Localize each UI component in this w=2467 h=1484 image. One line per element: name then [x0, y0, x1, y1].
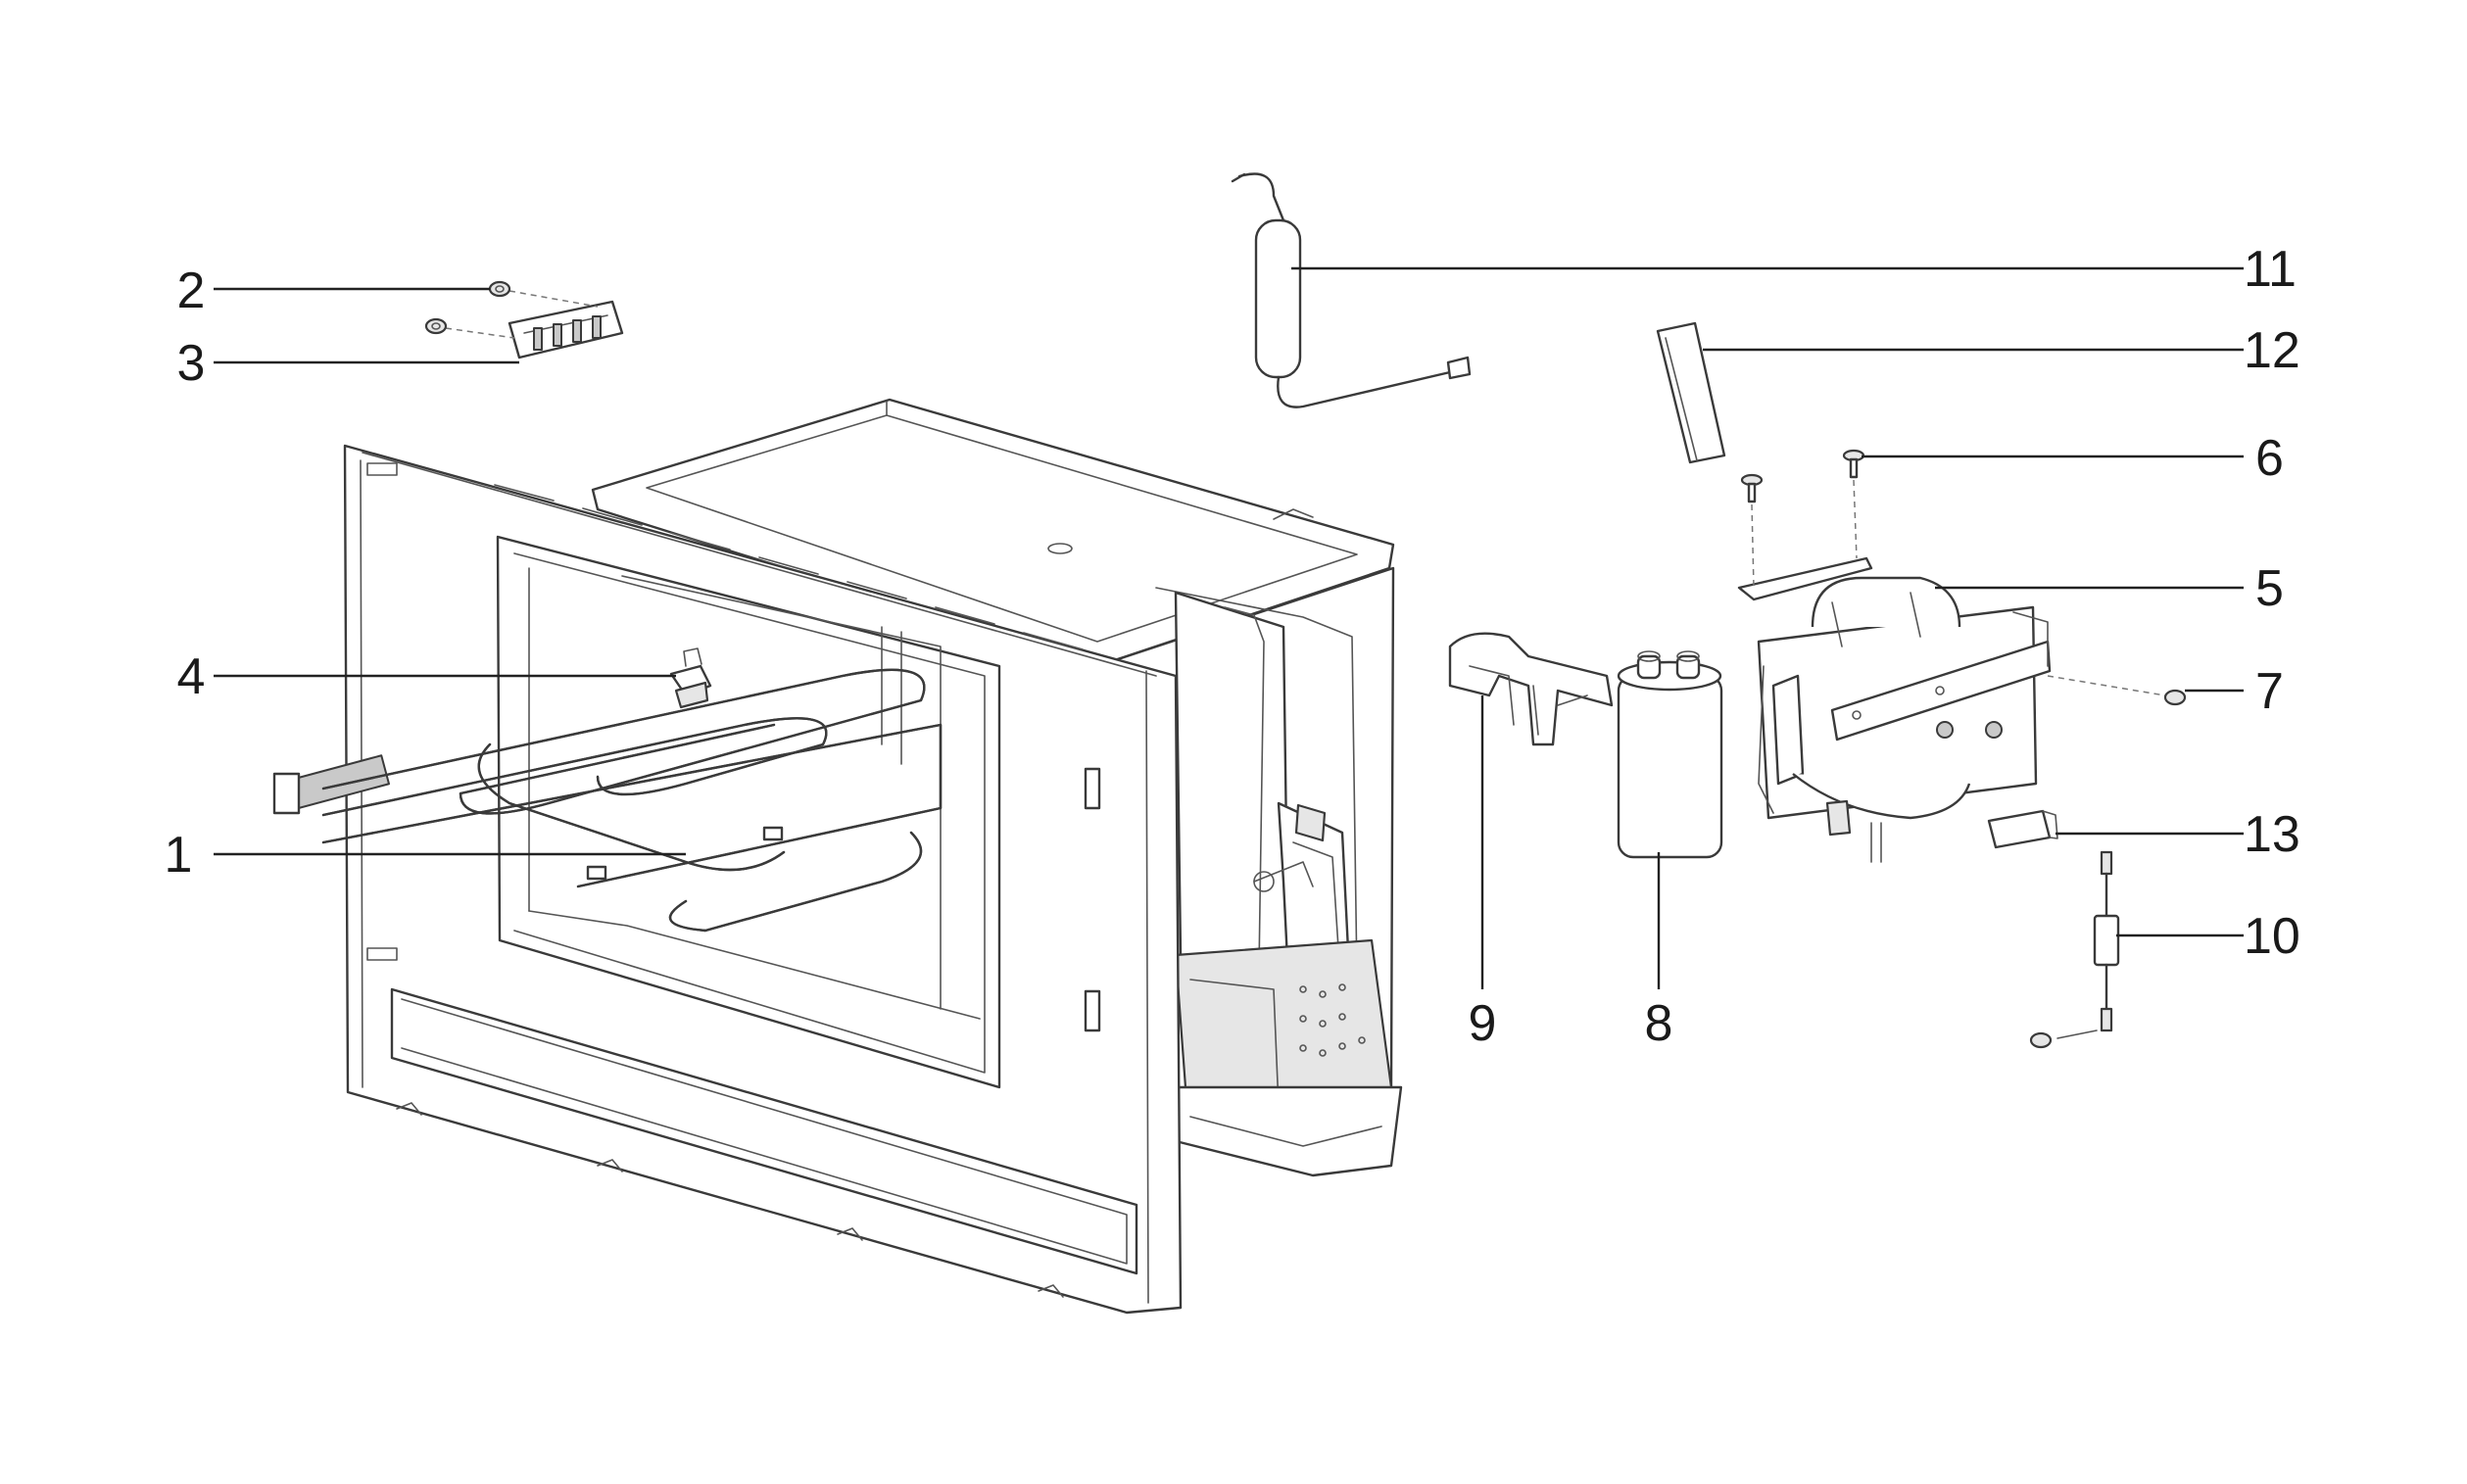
top-edge-slots	[494, 484, 1084, 650]
callout-3: 3	[177, 335, 206, 392]
callout-4: 4	[177, 648, 206, 705]
screw-7	[2047, 675, 2187, 706]
callout-1: 1	[165, 827, 193, 884]
transformer-screws	[1740, 449, 1865, 589]
callout-2: 2	[177, 263, 206, 319]
terminal-bracket	[445, 290, 624, 359]
high-voltage-capacitor	[1617, 650, 1723, 859]
rubber-block	[1987, 809, 2058, 849]
high-voltage-cable	[1231, 172, 1472, 408]
callout-9: 9	[1469, 995, 1497, 1052]
screw-3	[424, 317, 448, 335]
callout-labels: 1 2 3 4 5 6 7 8 9 10 11 12 13	[165, 241, 2300, 1052]
transformer	[1737, 556, 2052, 863]
screw-2	[488, 280, 511, 298]
callout-11: 11	[2244, 241, 2297, 298]
callout-10: 10	[2244, 908, 2300, 965]
high-voltage-diode	[2029, 850, 2120, 1049]
callout-7: 7	[2255, 663, 2284, 720]
callout-13: 13	[2244, 806, 2300, 863]
capacitor-bracket	[1448, 632, 1614, 746]
callout-6: 6	[2255, 430, 2284, 487]
grill-heating-element	[272, 668, 943, 933]
oven-cavity-assembly	[343, 398, 1403, 1315]
callout-12: 12	[2244, 322, 2300, 379]
leader-lines	[214, 266, 2244, 989]
callout-8: 8	[1645, 995, 1673, 1052]
insulation-strip	[1656, 321, 1726, 464]
vent-holes	[1299, 983, 1366, 1057]
callout-5: 5	[2255, 560, 2284, 617]
lamp-clip	[669, 647, 712, 709]
